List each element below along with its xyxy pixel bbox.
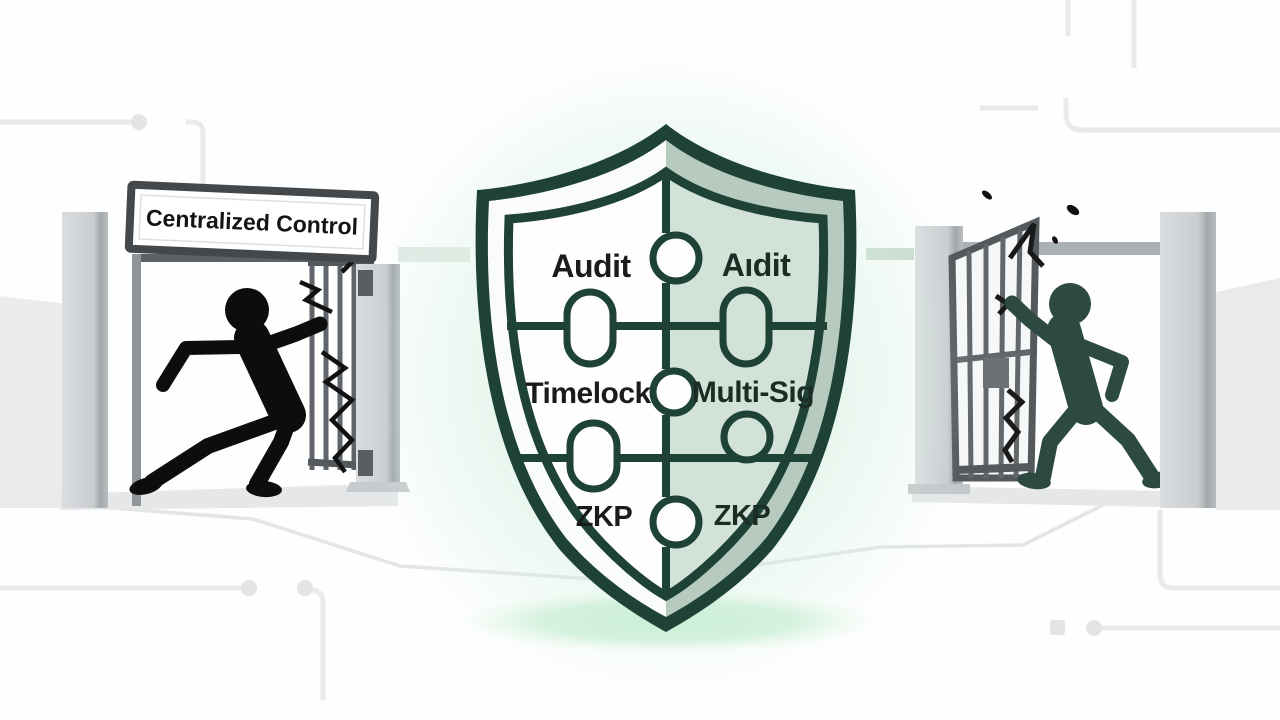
left-attacker-figure-icon xyxy=(129,288,328,498)
puzzle-knobs xyxy=(563,231,774,549)
security-shield: Audit Aıdit Timelock Multi-Sig ZKP ZKP xyxy=(475,124,857,632)
debris-particles xyxy=(982,190,1080,244)
shield-piece-label-bottom-left: ZKP xyxy=(576,501,633,533)
left-gate-left-post xyxy=(62,212,108,508)
centralized-control-sign: Centralized Control xyxy=(124,180,380,264)
shield-piece-label-bottom-right: ZKP xyxy=(714,500,771,532)
right-ground xyxy=(912,486,1216,508)
right-gate-right-post xyxy=(1160,212,1216,508)
shield-piece-labels: Audit Aıdit Timelock Multi-Sig ZKP ZKP xyxy=(525,247,814,533)
shield-piece-label-top-left: Audit xyxy=(551,248,631,284)
sign-pole xyxy=(132,254,141,506)
far-right-wall xyxy=(1216,278,1280,510)
circuit-nodes xyxy=(131,114,1102,636)
shield-piece-label-middle-left: Timelock xyxy=(525,377,651,410)
far-left-wall xyxy=(0,296,66,508)
gate-latch xyxy=(983,358,1009,388)
shield-field xyxy=(503,166,829,602)
shield-piece-label-top-right: Aıdit xyxy=(722,247,791,283)
left-ground xyxy=(60,484,398,510)
shield-piece-label-middle-right: Multi-Sig xyxy=(692,376,814,409)
right-figure-icon xyxy=(1004,283,1174,490)
